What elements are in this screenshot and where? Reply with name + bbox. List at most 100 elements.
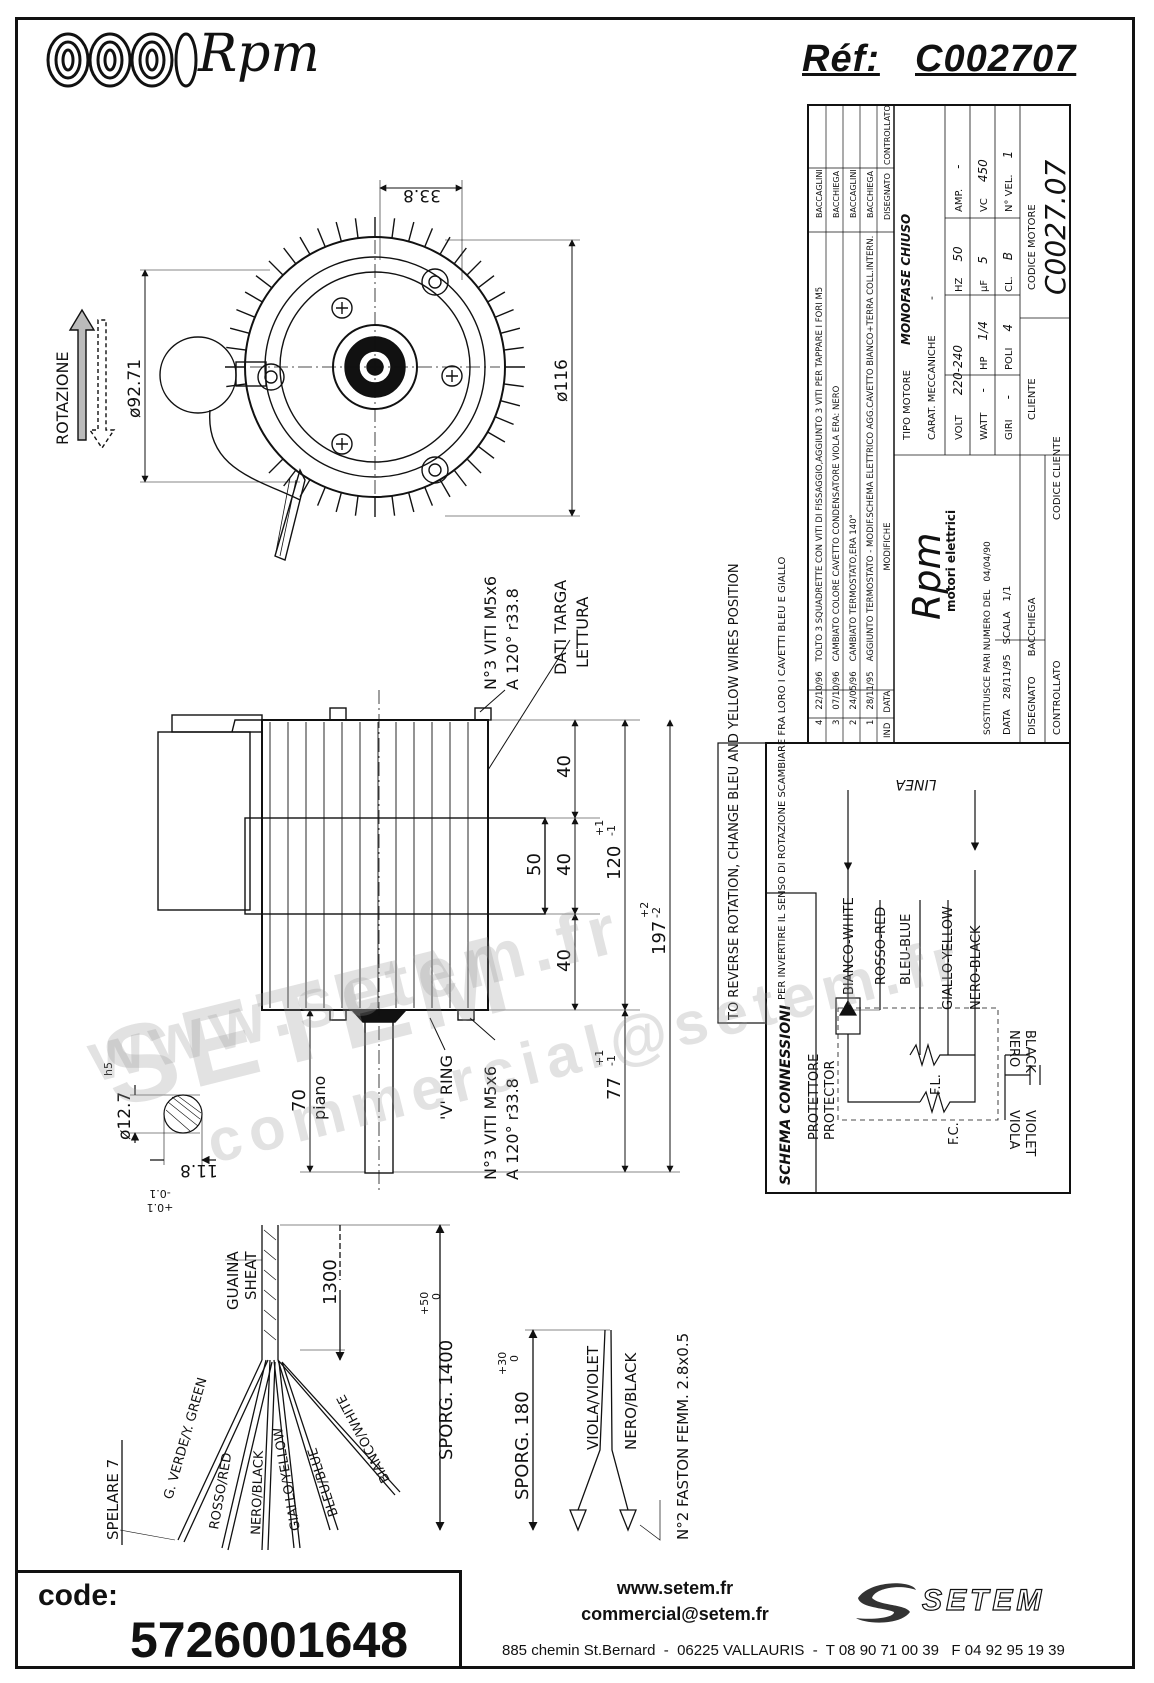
tb-data: DATA28/11/95SCALA1/1 [1002,585,1013,735]
wire-black: NERO/BLACK [249,1450,267,1535]
front-view [159,217,525,561]
protector-en: PROTECTOR [823,1060,838,1140]
fin [391,218,396,239]
tb-hz: HZ50 [951,246,965,292]
fin [354,218,359,239]
side-view [157,690,546,1190]
rev-row-1-by: BACCHIEGA [866,170,875,218]
wire-yellow: GIALLO/YELLOW [271,1426,304,1532]
dim-40-bottom: 40 [554,949,575,972]
fin [494,308,514,318]
tb-tipo-label: TIPO MOTORE [902,370,913,441]
v-ring-label: 'V' RING [437,1055,456,1120]
cap-wire-violet: VIOLA/VIOLET [584,1345,602,1450]
wire-red: ROSSO/RED [207,1452,235,1531]
tb-giri: GIRI- [1001,395,1015,440]
shaft-flat-tol-plus: +0.1 [147,1201,174,1214]
reverse-note-en: TO REVERSE ROTATION, CHANGE BLEU AND YEL… [727,563,742,1021]
rev-row-4-by: BACCAGLINI [815,169,824,218]
shaft-diameter: ø12.7 [115,1092,135,1140]
tb-poli: POLI4 [1001,324,1015,370]
protector-it: PROTETTORE [807,1054,822,1140]
sporg-180: SPORG. 180 [512,1391,533,1500]
fin [226,346,247,351]
fin [244,291,263,303]
tb-hp: HP1/4 [976,321,990,370]
dim-40-top: 40 [554,755,575,778]
sporg-1400: SPORG. 1400 [436,1340,457,1460]
wire-blue: BLEU/BLUE [305,1446,341,1519]
fin [335,492,343,513]
tb-codice-motore: C0027.07 [1039,159,1072,295]
dim-diameter-116-label: ø116 [552,359,572,402]
label-violet: VIOLET [1022,1110,1037,1156]
fin [229,327,250,335]
tb-company: Rpm [905,532,949,620]
tb-vc: VC450 [976,159,990,212]
wire-label-white: BIANCO-WHITE [842,897,857,995]
dim-1300: 1300 [320,1259,341,1305]
fin [439,479,451,498]
label-fc: F.C. [947,1122,962,1145]
fin [255,275,273,289]
rev-row-1: 128/11/95AGGIUNTO TERMOSTATO - MODIF.SCH… [866,236,876,725]
dim-77-tol-minus: -1 [605,1055,618,1066]
fin [236,308,256,318]
tb-replaces: SOSTITUISCE PARI NUMERO DEL04/04/90 [983,541,993,735]
dim-197-tol-minus: -2 [650,907,663,918]
tb-company-sub: motori elettrici [944,510,958,612]
code-box: code: 5726001648 [15,1570,462,1669]
rotation-arrows [68,308,116,450]
fin [487,431,506,443]
shaft-tolerance: h5 [102,1062,115,1076]
cable-bundle [119,1224,661,1551]
tb-codice-motore-label: CODICE MOTORE [1027,204,1038,290]
dim-197-tol-plus: +2 [638,902,651,918]
reverse-note-it: PER INVERTIRE IL SENSO DI ROTAZIONE SCAM… [777,556,788,1000]
faston-label: N°2 FASTON FEMM. 2.8x0.5 [674,1333,692,1540]
rev-row-3: 307/10/96CAMBIATO COLORE CAVETTO CONDENS… [832,385,842,725]
dim-50: 50 [524,853,545,876]
tb-volt: VOLT220-240 [951,345,965,440]
screws-top-line2: A 120° r33.8 [503,588,522,690]
side-fins [269,722,469,1008]
dim-197: 197 [649,921,670,955]
shaft-flat: 11.8 [180,1160,218,1180]
wire-white: BIANCO/WHITE [334,1392,393,1485]
fin [407,221,415,242]
label-viola: VIOLA [1006,1110,1021,1150]
shaft-flat-tol-minus: -0.1 [149,1187,170,1200]
footer-email[interactable]: commercial@setem.fr [581,1604,769,1624]
fin [439,236,451,255]
brand-name: Rpm [198,24,320,84]
fin [487,291,506,303]
fin [407,492,415,513]
reference-code: C002707 [915,38,1077,80]
fin [494,416,514,426]
screws-bottom-line2: A 120° r33.8 [503,1078,522,1180]
cooling-fins [225,217,525,517]
label-nero: NERO [1006,1030,1021,1067]
dim-70: 70 [289,1089,310,1112]
diagram-linea: LINEA [896,776,937,792]
fin [283,247,297,265]
dim-diameter-92-label: ø92.71 [125,359,145,418]
code-label: code: [38,1579,119,1612]
wire-label-yellow: GIALLO-YELLOW [941,906,956,1010]
tb-uf: µF5 [976,256,990,292]
dim-77-tol-plus: +1 [593,1050,606,1066]
sporg-1400-tol2: 0 [430,1293,443,1300]
rev-row-2-by: BACCAGLINI [849,169,858,218]
fin [477,275,495,289]
fin [335,221,343,242]
tb-disegnato: DISEGNATOBACCHIEGA [1027,597,1038,735]
fin [466,260,482,276]
footer-website[interactable]: www.setem.fr [616,1578,734,1598]
fin [424,486,434,506]
screws-top-line1: N°3 VITI M5x6 [481,576,500,690]
tb-carat-label: CARAT. MECCANICHE [927,335,938,440]
sporg-180-tol: +30 [496,1352,509,1375]
sheath-line2: SHEAT [242,1251,260,1300]
